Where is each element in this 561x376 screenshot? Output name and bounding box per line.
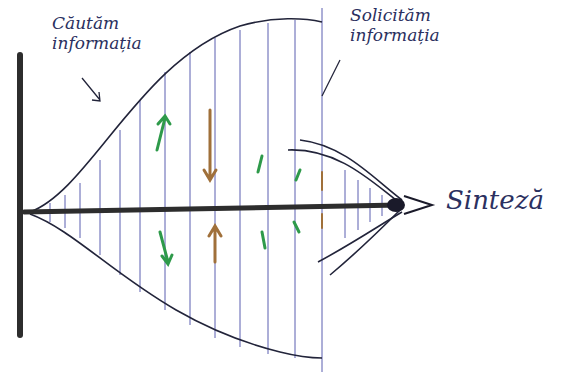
result-label: Sinteză	[446, 186, 544, 216]
flow-arrows	[157, 110, 322, 264]
hatch-lines	[50, 8, 382, 372]
annotation: Solicităm informația	[350, 6, 500, 45]
start-bar	[17, 55, 23, 335]
axis-arrowhead	[404, 196, 432, 214]
axis-line	[24, 205, 400, 212]
funnel-outline	[30, 19, 402, 358]
annotation: Căutăm informația	[52, 14, 170, 53]
knot	[387, 198, 405, 212]
leader-arrow	[82, 78, 100, 101]
leader-line	[322, 60, 340, 96]
